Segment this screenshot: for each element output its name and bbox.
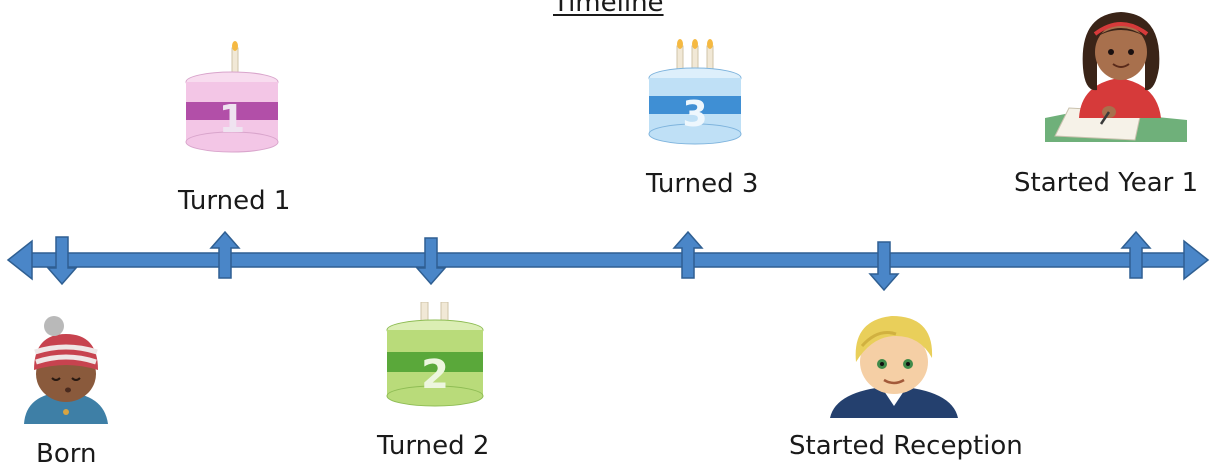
birthday-cake-3-image: 3 <box>648 39 742 145</box>
event-label-turned-3: Turned 3 <box>646 169 759 199</box>
event-label-started-year-1: Started Year 1 <box>1014 168 1199 198</box>
tick-arrow-started-reception <box>868 241 900 292</box>
tick-arrow-turned-1 <box>209 230 241 279</box>
timeline-title: Timeline <box>553 0 664 18</box>
birthday-cake-2-image: 2 <box>386 302 484 407</box>
svg-text:3: 3 <box>682 94 707 135</box>
right-arrowhead <box>1183 239 1210 281</box>
event-label-turned-1: Turned 1 <box>178 186 291 216</box>
birthday-cake-1-image: 1 <box>185 41 279 153</box>
sleeping-baby-image <box>24 316 108 424</box>
timeline-axis <box>6 239 1210 281</box>
left-arrowhead <box>6 239 33 281</box>
tick-arrow-turned-3 <box>672 230 704 279</box>
event-label-started-reception: Started Reception <box>789 431 1023 461</box>
schoolboy-image <box>830 316 958 418</box>
event-label-turned-2: Turned 2 <box>377 431 490 461</box>
tick-arrow-turned-2 <box>415 237 447 286</box>
event-label-born: Born <box>36 439 97 469</box>
svg-text:2: 2 <box>421 352 449 398</box>
svg-text:1: 1 <box>219 97 245 141</box>
tick-arrow-born <box>46 236 78 286</box>
girl-writing-image <box>1045 12 1187 142</box>
tick-arrow-started-year-1 <box>1120 230 1152 279</box>
